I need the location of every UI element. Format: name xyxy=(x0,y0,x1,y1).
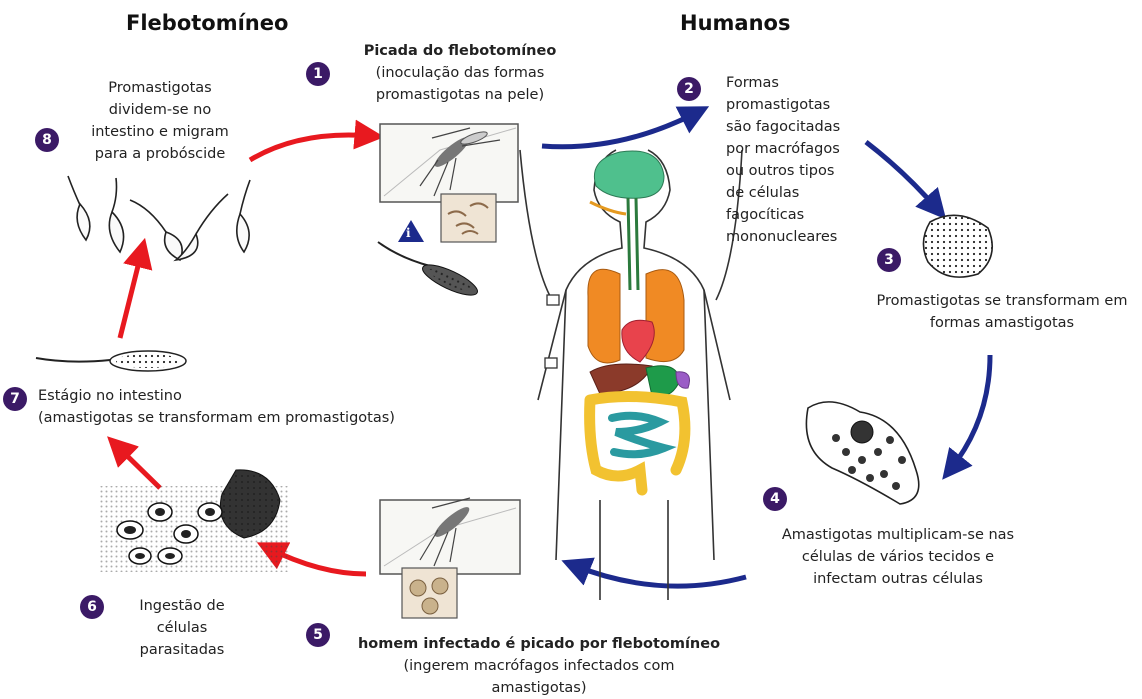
sandfly-bite-panel-bottom xyxy=(380,498,520,618)
step-4-text: Amastigotas multiplicam-se nas células d… xyxy=(760,524,1036,590)
arrow-4-to-5 xyxy=(573,565,746,586)
step-8-line1: Promastigotas xyxy=(70,77,250,99)
step-2-badge: 2 xyxy=(677,77,701,101)
step-2-line: mononucleares xyxy=(726,226,896,248)
step-5-badge: 5 xyxy=(306,623,330,647)
step-5-line2: amastigotas) xyxy=(344,677,734,699)
brain xyxy=(594,151,664,198)
stomach xyxy=(646,366,680,397)
infective-stage-label: i xyxy=(406,226,411,240)
promastigotes-dividing xyxy=(68,176,250,260)
step-3-line2: formas amastigotas xyxy=(862,312,1142,334)
promastigote-illustration xyxy=(378,242,481,301)
step-6-line3: parasitadas xyxy=(122,639,242,661)
step-6-line1: Ingestão de xyxy=(122,595,242,617)
spleen xyxy=(676,372,690,388)
step-7-badge: 7 xyxy=(3,387,27,411)
liver xyxy=(590,364,652,394)
small-intestine xyxy=(612,416,664,455)
infected-tissue-cell xyxy=(806,402,918,504)
arrow-3-to-4 xyxy=(950,355,990,470)
step-2-line: ou outros tipos xyxy=(726,160,896,182)
step-1-text: Picada do flebotomíneo (inoculação das f… xyxy=(350,40,570,106)
infective-stage-marker xyxy=(398,220,424,242)
trachea xyxy=(628,198,638,290)
step-6-badge: 6 xyxy=(80,595,104,619)
step-2-line: são fagocitadas xyxy=(726,116,896,138)
arrow-1-to-2 xyxy=(542,112,698,147)
step-3-badge: 3 xyxy=(877,248,901,272)
step-8-text: Promastigotas dividem-se no intestino e … xyxy=(70,77,250,165)
step-2-line: de células xyxy=(726,182,896,204)
step-5-title: homem infectado é picado por flebotomíne… xyxy=(344,633,734,655)
step-8-line3: intestino e migram xyxy=(70,121,250,143)
step-8-badge: 8 xyxy=(35,128,59,152)
parasitized-cells-ingested xyxy=(100,470,290,572)
step-1-line2: promastigotas na pele) xyxy=(350,84,570,106)
step-2-line: Formas xyxy=(726,72,896,94)
step-4-line2: células de vários tecidos e xyxy=(760,546,1036,568)
step-7-line2: (amastigotas se transformam em promastig… xyxy=(38,407,458,429)
step-5-text: homem infectado é picado por flebotomíne… xyxy=(344,633,734,699)
step-2-line: por macrófagos xyxy=(726,138,896,160)
step-4-badge: 4 xyxy=(763,487,787,511)
step-3-line1: Promastigotas se transformam em xyxy=(862,290,1142,312)
step-4-line1: Amastigotas multiplicam-se nas xyxy=(760,524,1036,546)
step-7-line1: Estágio no intestino xyxy=(38,385,458,407)
step-6-text: Ingestão de células parasitadas xyxy=(122,595,242,661)
step-2-line: fagocíticas xyxy=(726,204,896,226)
step-7-text: Estágio no intestino (amastigotas se tra… xyxy=(38,385,458,429)
step-4-line3: infectam outras células xyxy=(760,568,1036,590)
step-1-line1: (inoculação das formas xyxy=(350,62,570,84)
step-6-line2: células xyxy=(122,617,242,639)
step-8-line4: para a probóscide xyxy=(70,143,250,165)
step-1-title: Picada do flebotomíneo xyxy=(350,40,570,62)
step-2-text: Formas promastigotas são fagocitadas por… xyxy=(726,72,896,248)
airways xyxy=(590,202,626,214)
step-5-line1: (ingerem macrófagos infectados com xyxy=(344,655,734,677)
arrow-7-to-8 xyxy=(120,250,142,338)
step-1-badge: 1 xyxy=(306,62,330,86)
macrophage-cell xyxy=(923,215,992,277)
gut-promastigote xyxy=(36,351,186,371)
arrow-6-to-7 xyxy=(116,445,160,488)
step-3-text: Promastigotas se transformam em formas a… xyxy=(862,290,1142,334)
arrow-8-to-1 xyxy=(250,135,372,160)
step-8-line2: dividem-se no xyxy=(70,99,250,121)
step-2-line: promastigotas xyxy=(726,94,896,116)
sandfly-bite-panel-top xyxy=(380,124,518,242)
